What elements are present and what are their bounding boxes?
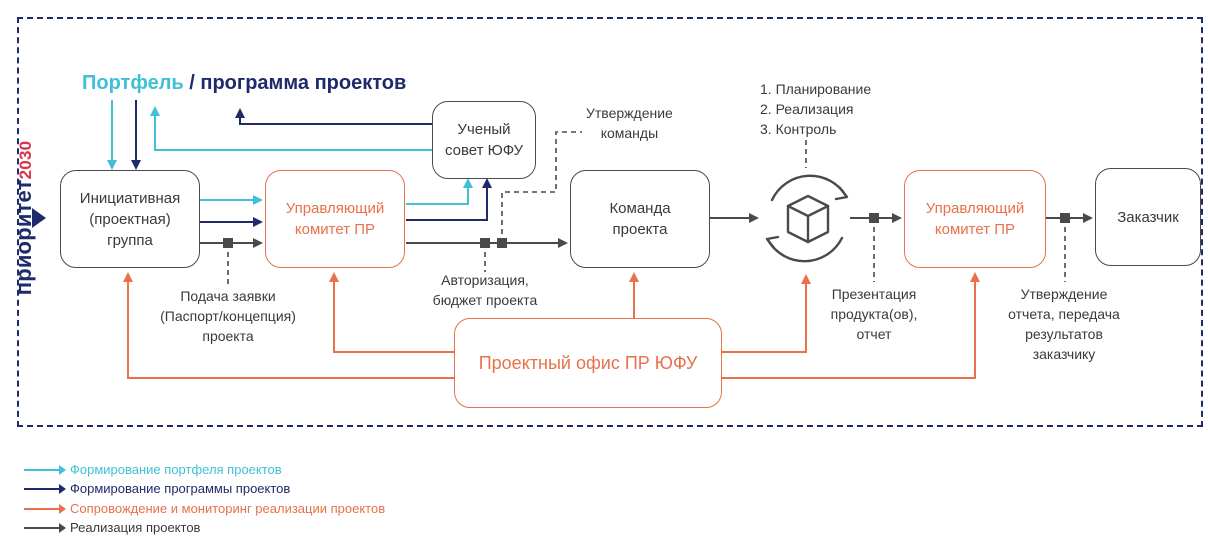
label-phases: 1. Планирование 2. Реализация 3. Контрол…: [760, 79, 871, 139]
arrow-steering-to-council-navy: [406, 180, 487, 220]
node-council-label: Ученый совет ЮФУ: [445, 119, 523, 161]
node-square-presentation: [869, 213, 879, 223]
legend-line-implementation: [24, 527, 64, 529]
legend-item-portfolio: Формирование портфеля проектов: [24, 460, 385, 480]
legend-text-portfolio: Формирование портфеля проектов: [70, 462, 282, 478]
legend: Формирование портфеля проектов Формирова…: [24, 460, 385, 538]
node-initiative-label: Инициативная (проектная) группа: [80, 188, 180, 251]
node-square-application: [223, 238, 233, 248]
legend-item-program: Формирование программы проектов: [24, 480, 385, 500]
node-office-label: Проектный офис ПР ЮФУ: [479, 353, 698, 374]
cycle-box-icon: [767, 176, 847, 261]
brand-triangle: [32, 208, 46, 228]
label-phase-1: 1. Планирование: [760, 79, 871, 99]
node-customer-label: Заказчик: [1117, 207, 1179, 228]
node-square-report: [1060, 213, 1070, 223]
node-steering-2-label: Управляющий комитет ПР: [926, 198, 1025, 240]
node-steering-1-label: Управляющий комитет ПР: [286, 198, 385, 240]
legend-line-program: [24, 488, 64, 490]
label-application: Подача заявки (Паспорт/концепция) проект…: [154, 286, 302, 346]
node-project-team: Команда проекта: [570, 170, 710, 268]
node-steering-committee-1: Управляющий комитет ПР: [265, 170, 405, 268]
node-steering-committee-2: Управляющий комитет ПР: [904, 170, 1046, 268]
node-academic-council: Ученый совет ЮФУ: [432, 101, 536, 179]
label-presentation: Презентация продукта(ов), отчет: [818, 284, 930, 344]
node-initiative-group: Инициативная (проектная) группа: [60, 170, 200, 268]
legend-text-program: Формирование программы проектов: [70, 481, 290, 497]
arrow-office-to-cycle: [722, 276, 806, 352]
label-report-approval: Утверждение отчета, передача результатов…: [1002, 284, 1126, 364]
label-phase-3: 3. Контроль: [760, 119, 871, 139]
legend-item-support: Сопровождение и мониторинг реализации пр…: [24, 499, 385, 519]
label-phase-2: 2. Реализация: [760, 99, 871, 119]
arrow-council-to-program: [240, 110, 432, 124]
arrow-steering-to-council-teal: [406, 180, 468, 204]
legend-text-support: Сопровождение и мониторинг реализации пр…: [70, 501, 385, 517]
node-square-authorization: [480, 238, 490, 248]
arrow-council-to-portfolio: [155, 108, 432, 150]
legend-line-portfolio: [24, 469, 64, 471]
node-team-label: Команда проекта: [609, 198, 670, 240]
legend-line-support: [24, 508, 64, 510]
legend-item-implementation: Реализация проектов: [24, 519, 385, 538]
node-square-team-approval: [497, 238, 507, 248]
node-customer: Заказчик: [1095, 168, 1201, 266]
node-project-office: Проектный офис ПР ЮФУ: [454, 318, 722, 408]
label-team-approval: Утверждение команды: [586, 103, 673, 143]
label-authorization: Авторизация, бюджет проекта: [420, 270, 550, 310]
